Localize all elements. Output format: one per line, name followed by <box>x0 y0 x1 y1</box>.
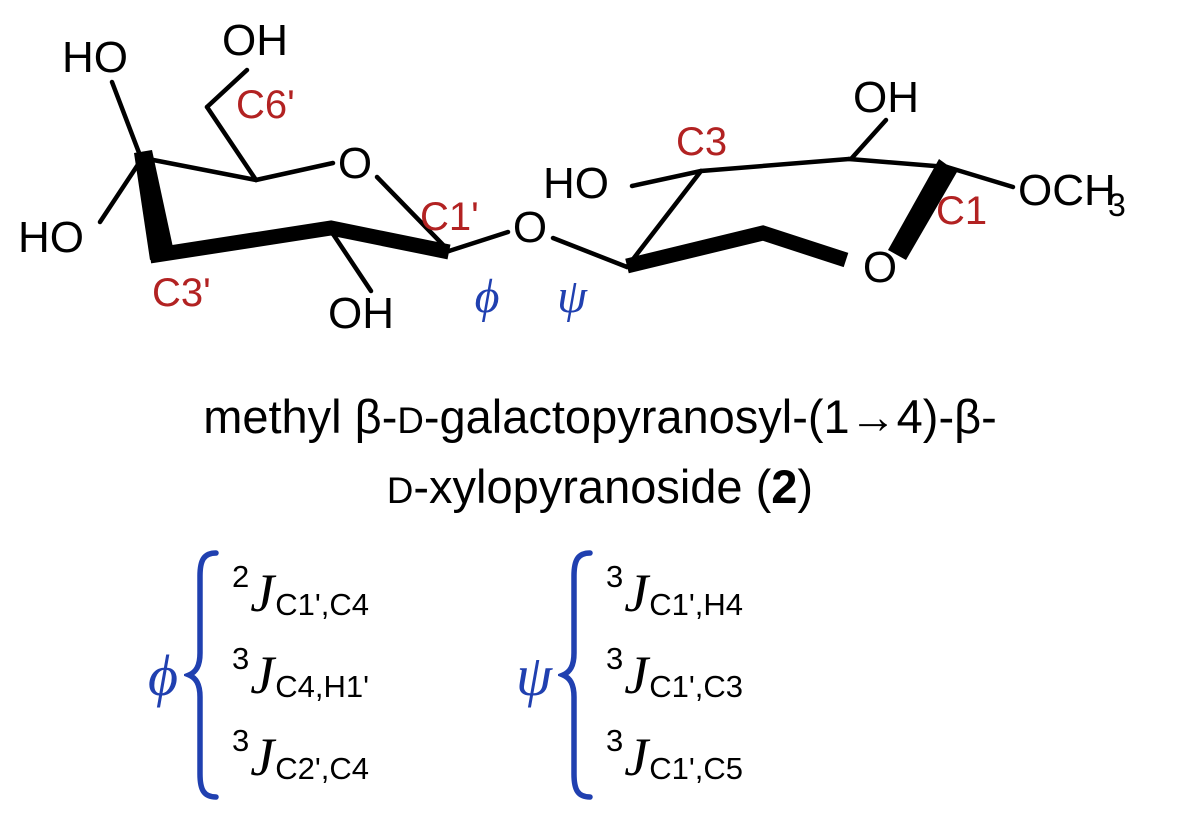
bond-c6p-oh <box>204 67 250 110</box>
coupling-subscript: C1',H4 <box>649 587 744 622</box>
caption-line2-close: ) <box>797 460 814 513</box>
coupling-subscript: C1',C5 <box>649 751 744 786</box>
bond-c3-c2 <box>698 156 852 174</box>
label-och-subscript: 3 <box>1108 187 1126 223</box>
bold-bond-xylose-front <box>625 225 849 274</box>
bond-glycO-c4 <box>550 235 630 270</box>
caption-line-2: D-xylopyranoside (2) <box>0 454 1200 524</box>
bond-c4p-ho-left <box>97 157 144 225</box>
coupling-j: J <box>250 645 275 705</box>
label-psi-torsion: ψ <box>557 270 588 323</box>
bond-c2p-oh <box>328 228 374 294</box>
psi-symbol: ψ <box>516 642 553 708</box>
coupling-superscript: 3 <box>232 641 250 676</box>
bond-oh-c2 <box>848 117 889 162</box>
caption-line1-post: -galactopyranosyl-(1→4)-β- <box>423 390 997 443</box>
bold-bond-galactose-front <box>148 220 451 264</box>
coupling-superscript: 3 <box>606 723 624 758</box>
structure-diagram: HO OH C6' O C1' HO C3' OH O ϕ ψ HO C3 OH… <box>18 16 1126 338</box>
bond-ringO-c1p <box>374 174 452 254</box>
bond-c6p-c5p <box>204 104 259 183</box>
coupling-superscript: 3 <box>606 641 624 676</box>
label-oh-top: OH <box>222 16 288 65</box>
coupling-superscript: 3 <box>232 723 250 758</box>
coupling-subscript: C1',C4 <box>275 587 370 622</box>
wedge-c1-ringO <box>888 159 957 260</box>
label-phi-torsion: ϕ <box>475 270 500 323</box>
caption-line-1: methyl β-D-galactopyranosyl-(1→4)-β- <box>0 384 1200 454</box>
coupling-superscript: 3 <box>606 559 624 594</box>
bond-c2-c1 <box>846 156 950 170</box>
caption-compound-number: 2 <box>771 460 798 513</box>
bond-c3-c4 <box>624 168 704 270</box>
label-c6-prime: C6' <box>236 83 295 127</box>
label-c3: C3 <box>676 120 727 164</box>
label-oh-bottom: OH <box>328 289 394 338</box>
bond-c4p-ho <box>109 79 144 161</box>
label-ho-topleft: HO <box>62 33 128 82</box>
coupling-superscript: 2 <box>232 559 250 594</box>
compound-caption: methyl β-D-galactopyranosyl-(1→4)-β- D-x… <box>0 384 1200 524</box>
label-c1-prime: C1' <box>420 195 479 239</box>
coupling-j: J <box>624 563 649 623</box>
caption-line2-smallcap-d: D <box>386 470 414 511</box>
label-ho-right: HO <box>543 159 609 208</box>
label-ring-o-right: O <box>863 243 897 292</box>
coupling-j: J <box>624 645 649 705</box>
label-ho-left: HO <box>18 213 84 262</box>
caption-line2-mid: -xylopyranoside ( <box>413 460 772 513</box>
coupling-j: J <box>250 727 275 787</box>
bond-c1-ome <box>944 164 1016 190</box>
coupling-subscript: C2',C4 <box>275 751 370 786</box>
bond-c5p-ringO <box>253 160 336 183</box>
caption-line1-smallcap-d: D <box>397 400 424 441</box>
bond-c1p-glycO <box>446 229 511 254</box>
label-och: OCH <box>1018 166 1116 215</box>
label-oh-topright: OH <box>853 73 919 122</box>
label-c3-prime: C3' <box>152 271 211 315</box>
caption-line1-pre: methyl β- <box>203 390 398 443</box>
phi-symbol: ϕ <box>148 642 179 708</box>
label-c1: C1 <box>936 189 987 233</box>
bond-c4p-c5p <box>140 155 259 183</box>
coupling-subscript: C1',C3 <box>649 669 744 704</box>
bond-ho-c3 <box>629 168 704 189</box>
left-brace-icon <box>184 550 219 800</box>
coupling-subscript: C4,H1' <box>275 669 370 704</box>
wedge-c4p-c3p <box>134 150 174 260</box>
coupling-j: J <box>250 563 275 623</box>
coupling-j: J <box>624 727 649 787</box>
left-brace-icon <box>558 550 593 800</box>
label-ring-o-left: O <box>338 139 372 188</box>
label-glycosidic-o: O <box>513 203 547 252</box>
